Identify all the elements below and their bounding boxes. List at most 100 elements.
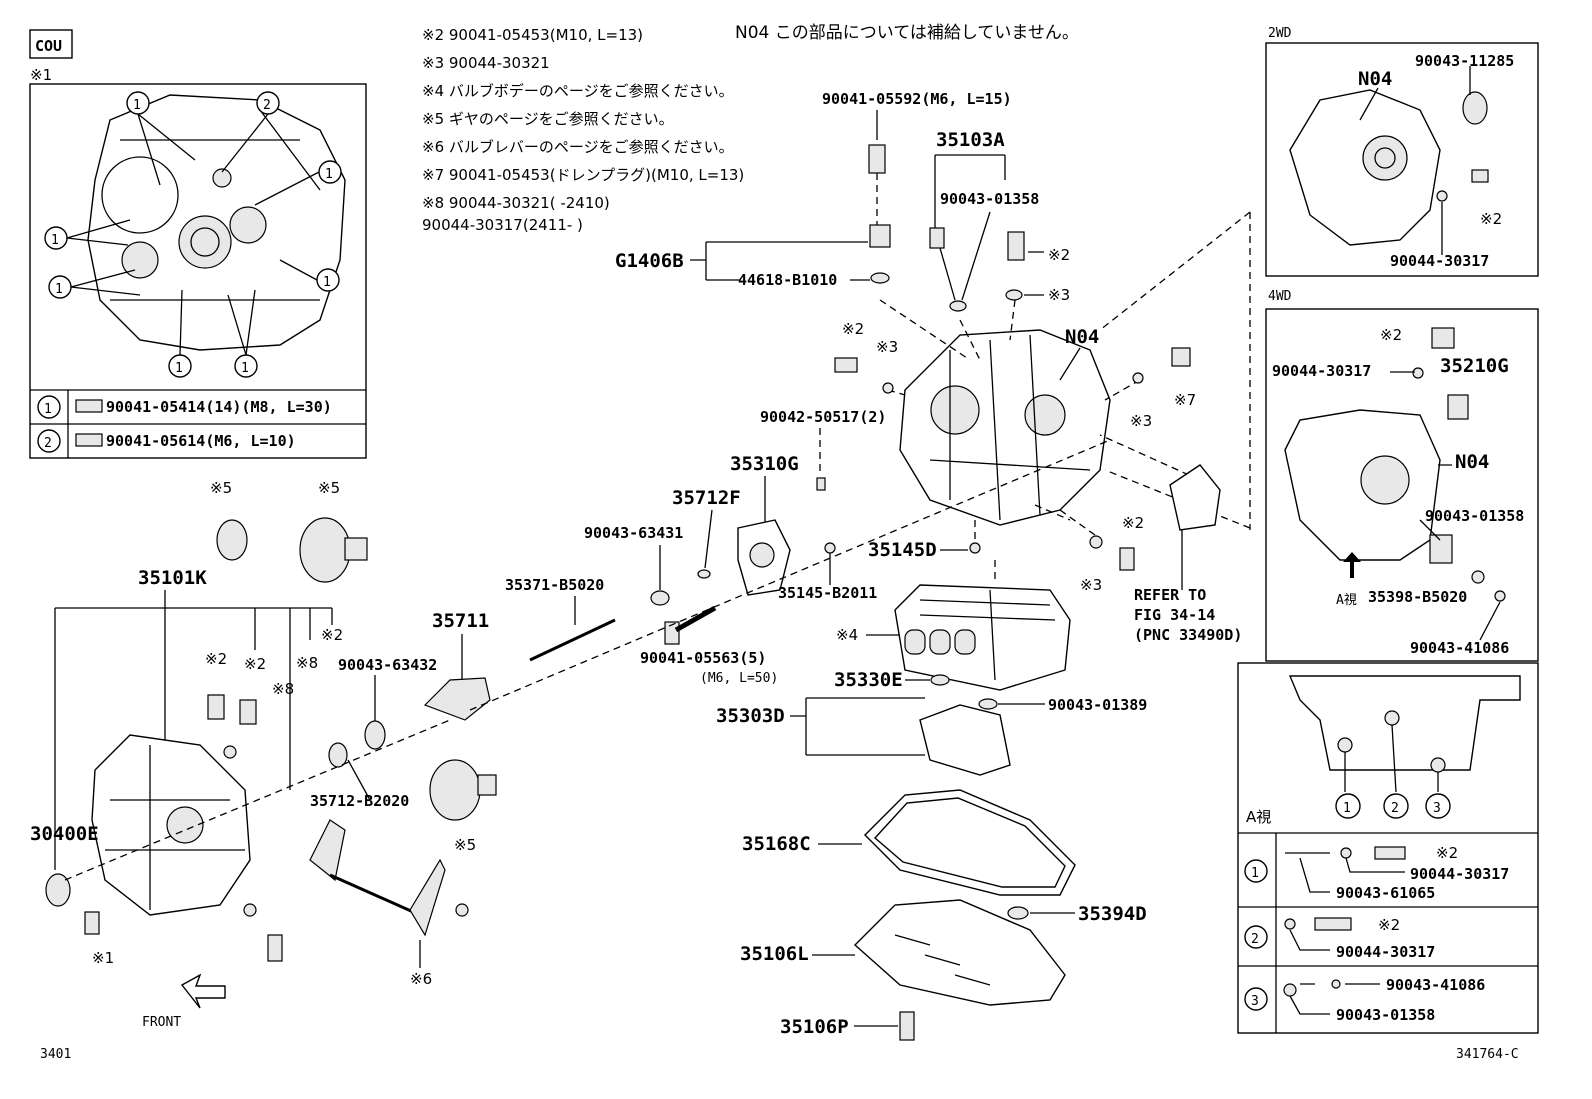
part-35398-B5020: 35398-B5020	[1368, 588, 1467, 606]
part-90043-01389: 90043-01389	[1048, 696, 1147, 714]
mark-5a: ※5	[210, 479, 232, 497]
cou-label: COU	[35, 37, 62, 55]
gear-parts: ※5 ※5 ※5	[210, 479, 497, 854]
part-35712-B2020: 35712-B2020	[310, 792, 409, 810]
oil-pan: 35394D 35106L 35106P	[740, 899, 1147, 1041]
cou-row-2-text: 90041-05614(M6, L=10)	[106, 432, 296, 450]
mark-2a: ※2	[1048, 246, 1070, 264]
mark-5c: ※5	[454, 836, 476, 854]
part-90043-11285: 90043-11285	[1415, 52, 1514, 70]
part-30400E: 30400E	[30, 823, 99, 845]
box-a-view-title: A視	[1246, 808, 1271, 826]
part-90043-41086-4wd: 90043-41086	[1410, 639, 1509, 657]
cou-inset: 1 2 1 1 1 1 1 1 1 2 90041-05414(14)(M8, …	[29, 83, 367, 459]
a-row-1-part-a: 90044-30317	[1410, 865, 1509, 883]
part-44618-B1010: 44618-B1010	[738, 271, 837, 289]
n04-main-label: N04	[1065, 326, 1099, 348]
note-8b: 90044-30317(2411- )	[422, 216, 583, 234]
mark-6: ※6	[410, 970, 432, 988]
cou-callout: 1	[325, 167, 333, 182]
n04-2wd: N04	[1358, 68, 1392, 90]
note-2: ※2 90041-05453(M10, L=13)	[422, 26, 643, 44]
strainer: 35330E 90043-01389 35303D	[716, 669, 1147, 776]
clutch-housing	[91, 734, 251, 916]
part-90041-05563: 90041-05563(5)	[640, 649, 766, 667]
mark-1-label: ※1	[30, 66, 52, 84]
note-8a: ※8 90044-30321( -2410)	[422, 194, 610, 212]
part-35303D: 35303D	[716, 705, 785, 727]
cou-callout: 1	[323, 275, 331, 290]
a-row-2-mark: ※2	[1378, 916, 1400, 934]
front-arrow-icon	[180, 973, 226, 1009]
mark-7: ※7	[1174, 391, 1196, 409]
bolt-icon	[75, 399, 103, 413]
mark-2f: ※2	[321, 626, 343, 644]
view-arrow-icon	[1343, 552, 1361, 578]
part-35330E: 35330E	[834, 669, 903, 691]
oil-seal-2wd	[1462, 91, 1488, 125]
notes-list: ※2 90041-05453(M10, L=13) ※3 90044-30321…	[422, 26, 744, 234]
part-90042-50517: 90042-50517(2)	[760, 408, 886, 426]
shift-lever: ※6	[309, 819, 469, 988]
cou-inset-frame	[29, 83, 367, 459]
box-4wd-title: 4WD	[1268, 289, 1292, 304]
mark-2e: ※2	[244, 655, 266, 673]
a-row-1-num: 1	[1251, 866, 1259, 881]
bolt-m2b	[834, 357, 858, 373]
part-35103A: 35103A	[936, 129, 1005, 151]
box-2wd-title: 2WD	[1268, 26, 1292, 41]
n04-4wd: N04	[1455, 451, 1489, 473]
box-4wd-frame	[1265, 308, 1539, 662]
refer-line-3: (PNC 33490D)	[1134, 626, 1242, 644]
cou-callout: 1	[133, 98, 141, 113]
drain-plug	[1171, 347, 1191, 367]
mark-8b: ※8	[272, 680, 294, 698]
part-90043-63432: 90043-63432	[338, 656, 437, 674]
cou-callouts: 1 2 1 1 1 1 1 1	[44, 91, 342, 378]
cou-callout: 1	[51, 233, 59, 248]
box-2wd: 2WD N04 90043-11285 ※2 90044-30317	[1265, 26, 1539, 277]
note-3: ※3 90044-30321	[422, 54, 550, 72]
part-35106L: 35106L	[740, 943, 809, 965]
part-35145D: 35145D	[868, 539, 937, 561]
part-35145-B2011: 35145-B2011	[778, 584, 877, 602]
a-view-callout: 2	[1391, 801, 1399, 816]
transaxle-case: N04	[899, 326, 1111, 526]
part-90043-01358-main: 90043-01358	[940, 190, 1039, 208]
mark-5b: ※5	[318, 479, 340, 497]
part-35168C: 35168C	[742, 833, 811, 855]
mark-3c: ※3	[1130, 412, 1152, 430]
box-a-view: 1 2 3 A視 1 2 3 ※2 90044-30317 90043-6106…	[1237, 662, 1539, 1034]
cou-callout: 1	[55, 282, 63, 297]
part-35210G: 35210G	[1440, 355, 1509, 377]
part-35394D: 35394D	[1078, 903, 1147, 925]
front-label: FRONT	[142, 1015, 181, 1030]
a-view-callout: 1	[1343, 801, 1351, 816]
oil-seal-30400E	[45, 873, 71, 907]
part-90041-05592: 90041-05592(M6, L=15)	[822, 90, 1012, 108]
sensor-group: 90041-05592(M6, L=15) G1406B 44618-B1010	[615, 90, 1012, 289]
mark-2c: ※2	[1122, 514, 1144, 532]
a-view-case	[1288, 675, 1521, 771]
a-view-callout: 3	[1433, 801, 1441, 816]
cou-row-1-text: 90041-05414(14)(M8, L=30)	[106, 398, 332, 416]
box-4wd: 4WD ※2 90044-30317 35210G N04 90043-0135…	[1265, 289, 1539, 662]
a-row-3-part-a: 90043-41086	[1386, 976, 1485, 994]
mark-2-4wd: ※2	[1380, 326, 1402, 344]
box-2wd-frame	[1265, 42, 1539, 277]
a-row-2-part: 90044-30317	[1336, 943, 1435, 961]
mark-4: ※4	[836, 626, 858, 644]
cou-callout: 1	[175, 361, 183, 376]
part-35310G: 35310G	[730, 453, 799, 475]
part-90044-30317-2wd: 90044-30317	[1390, 252, 1489, 270]
a-view-arrow-label: A視	[1336, 593, 1357, 608]
note-7: ※7 90041-05453(ドレンプラグ)(M10, L=13)	[422, 166, 744, 184]
mark-2-2wd: ※2	[1480, 210, 1502, 228]
dipstick-group: 35103A 90043-01358	[929, 129, 1039, 312]
footer-left: 3401	[40, 1047, 71, 1062]
n04-note: N04 この部品については補給していません。	[735, 23, 1079, 43]
part-35101K: 35101K	[138, 567, 207, 589]
cou-row-2-num: 2	[44, 436, 52, 451]
bolt-m2a	[1007, 231, 1025, 261]
transfer-cover	[1169, 464, 1221, 531]
